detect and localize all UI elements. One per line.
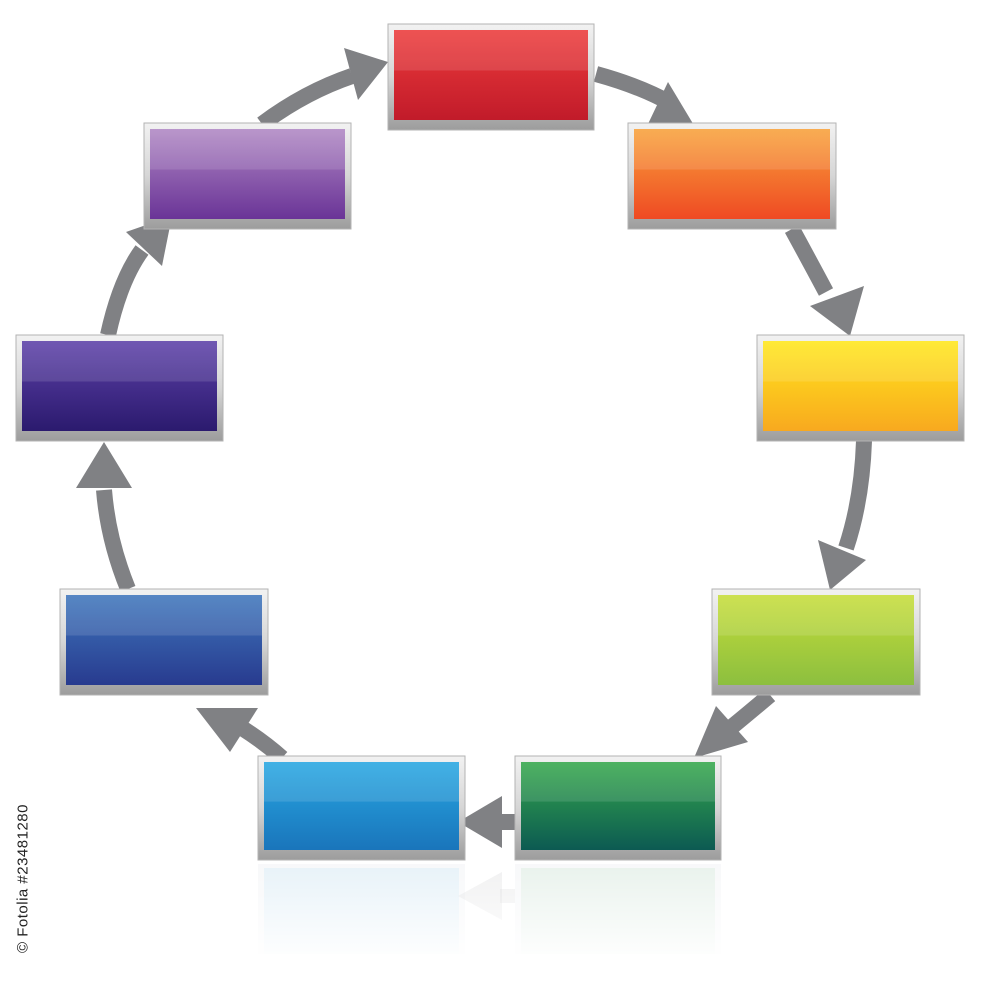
box-yellow: [756, 334, 965, 442]
box-orange: [627, 122, 837, 230]
box-indigo: [15, 334, 224, 442]
box-purple: [143, 122, 352, 230]
box-blue: [59, 588, 269, 696]
box-red: [387, 23, 595, 131]
arrow-red-to-orange: [593, 66, 698, 132]
box-dark-green: [514, 755, 722, 861]
arrow-purple-to-red: [257, 48, 388, 131]
box-blue-fill: [66, 595, 262, 685]
box-light-green-fill: [718, 595, 914, 685]
box-red-fill: [394, 30, 588, 120]
box-yellow-fill: [763, 341, 958, 431]
watermark: © Fotolia #23481280: [8, 770, 34, 1000]
arrow-dark-green-to-light-blue: [458, 796, 515, 848]
box-dark-green-fill: [521, 762, 715, 850]
box-orange-fill: [634, 129, 830, 219]
box-light-blue-fill: [264, 762, 459, 850]
box-light-green: [711, 588, 921, 696]
arrow-light-blue-to-blue: [196, 708, 288, 765]
arrow-orange-to-yellow: [784, 225, 864, 336]
box-purple-fill: [150, 129, 345, 219]
box-light-blue: [257, 755, 466, 861]
box-indigo-fill: [22, 341, 217, 431]
arrow-light-green-to-dark-green: [694, 688, 776, 758]
arrow-blue-to-indigo: [76, 442, 136, 593]
arrow-indigo-to-purple: [100, 216, 172, 337]
watermark-text: © Fotolia #23481280: [14, 804, 32, 953]
arrow-yellow-to-light-green: [818, 440, 872, 590]
